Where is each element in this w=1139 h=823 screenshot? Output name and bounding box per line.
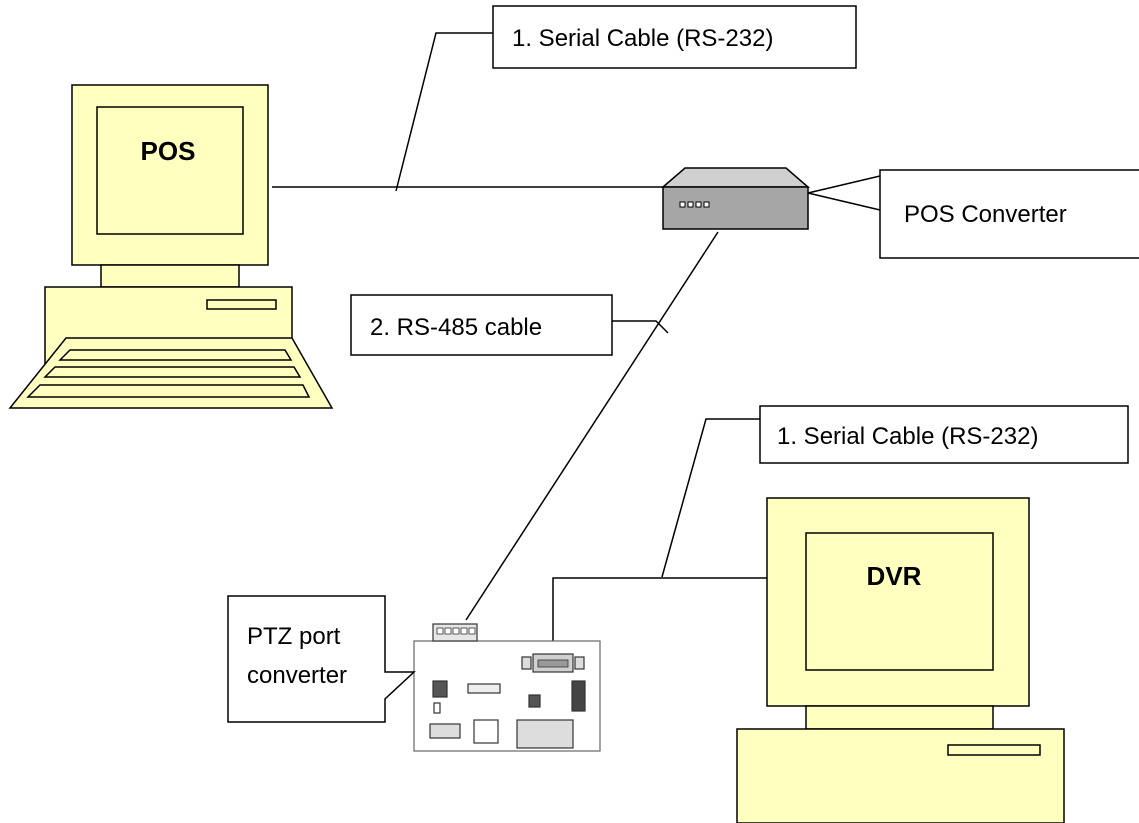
- callout-leader: [612, 320, 669, 334]
- serial-cable-dvr-label: 1. Serial Cable (RS-232): [777, 423, 1038, 450]
- rs485-cable-label: 2. RS-485 cable: [370, 314, 542, 341]
- board-chip: [528, 694, 541, 708]
- callout-leader: [395, 32, 493, 192]
- callout-leader: [807, 175, 881, 194]
- terminal-pin: [460, 627, 468, 635]
- pos-key-row: [58, 349, 293, 361]
- serial-cable-top-label: 1. Serial Cable (RS-232): [512, 25, 773, 52]
- converter-front-face: [662, 186, 809, 230]
- callout-leader: [807, 192, 881, 211]
- ptz-port-converter-board: [413, 623, 601, 752]
- dvr-title: DVR: [867, 561, 922, 591]
- board-chip: [432, 680, 448, 698]
- dvr-monitor-stand: [805, 705, 994, 730]
- dvr-screen: [805, 532, 994, 671]
- rs485-cable-line: [465, 231, 719, 621]
- pos-keyboard: [8, 337, 334, 409]
- callout-serial-cable-dvr: 1. Serial Cable (RS-232): [661, 405, 1129, 578]
- converter-led: [687, 201, 694, 208]
- board-component: [574, 656, 585, 670]
- pos-key-row: [43, 366, 302, 378]
- converter-led: [695, 201, 702, 208]
- pos-converter-device: [660, 167, 811, 230]
- pos-title: POS: [141, 136, 196, 166]
- converter-led: [679, 201, 686, 208]
- board-terminal: [429, 723, 461, 739]
- ptz-label-line1: PTZ port: [247, 623, 341, 650]
- dvr-drive-slot: [947, 744, 1041, 756]
- terminal-pin: [444, 627, 452, 635]
- callout-box: [879, 169, 1139, 259]
- terminal-pin: [436, 627, 444, 635]
- callout-box: [759, 405, 1129, 464]
- board-component: [433, 702, 441, 714]
- converter-top-face: [660, 167, 811, 188]
- callout-rs485-cable: 2. RS-485 cable: [350, 294, 669, 356]
- pos-key-row: [26, 384, 311, 398]
- callout-box: [492, 5, 857, 69]
- callout-pos-converter: POS Converter: [807, 169, 1139, 259]
- serial-cable-dvr-line: [552, 577, 767, 654]
- callout-box: [227, 595, 416, 723]
- board-component: [521, 656, 532, 670]
- pos-screen: [96, 106, 244, 235]
- board-chip: [571, 680, 586, 712]
- callout-leader: [661, 418, 760, 578]
- pos-monitor-stand: [100, 264, 240, 288]
- pos-converter-label: POS Converter: [904, 201, 1067, 228]
- converter-led: [703, 201, 710, 208]
- db9-pins: [537, 659, 569, 668]
- callout-serial-cable-top: 1. Serial Cable (RS-232): [395, 5, 857, 192]
- board-relay: [473, 719, 499, 744]
- ptz-label-line2: converter: [247, 662, 347, 689]
- terminal-pin: [468, 627, 476, 635]
- callout-box: [350, 294, 613, 356]
- pos-drive-slot: [206, 299, 277, 310]
- terminal-pin: [452, 627, 460, 635]
- dvr-computer: [736, 497, 1065, 823]
- board-header: [467, 683, 501, 694]
- pos-computer: [8, 84, 334, 409]
- board-connector-bank: [516, 719, 574, 749]
- dvr-system-unit: [736, 728, 1065, 823]
- callout-ptz-converter: PTZ port converter: [227, 595, 416, 723]
